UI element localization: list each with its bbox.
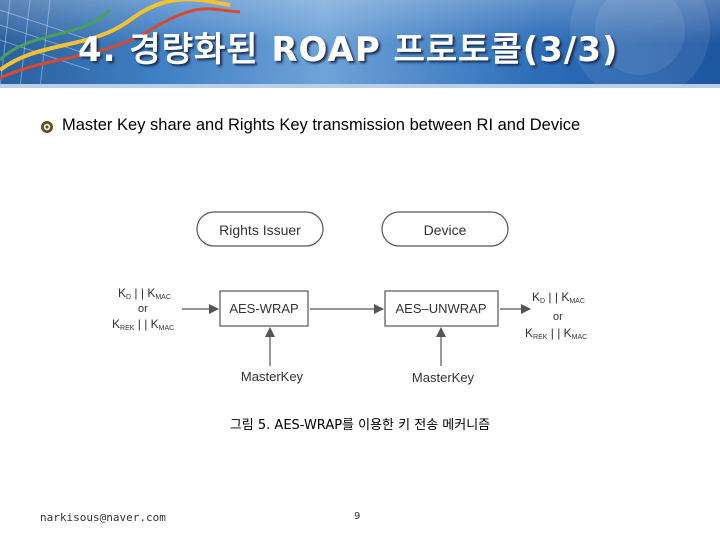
left-or-label: or bbox=[138, 303, 148, 315]
figure-caption: 그림 5. AES-WRAP를 이용한 키 전송 메커니즘 bbox=[229, 418, 491, 433]
page-number: 9 bbox=[354, 511, 361, 522]
left-key-label-1: KD | | KMAC bbox=[118, 286, 171, 301]
aes-wrap-box bbox=[219, 290, 309, 327]
bullet-text: Master Key share and Rights Key transmis… bbox=[62, 116, 581, 134]
svg-text:KREK | | KMAC: KREK | | KMAC bbox=[525, 326, 587, 341]
device-box bbox=[381, 211, 509, 247]
aes-unwrap-label: AES–UNWRAP bbox=[395, 301, 486, 316]
banner-sheen bbox=[0, 0, 720, 44]
banner-decoration bbox=[0, 0, 710, 88]
svg-text:KD | | KMAC: KD | | KMAC bbox=[118, 286, 171, 301]
right-key-label-2: KREK | | KMAC bbox=[525, 326, 587, 341]
svg-text:KD | | KMAC: KD | | KMAC bbox=[532, 290, 585, 305]
rights-issuer-box bbox=[196, 211, 324, 247]
title-banner: 4. 경량화된 ROAP 프로토콜(3/3) bbox=[0, 0, 720, 88]
title-underline bbox=[0, 84, 720, 88]
footer-email: narkisous@naver.com bbox=[40, 511, 166, 524]
left-key-label-2: KREK | | KMAC bbox=[112, 317, 174, 332]
device-label: Device bbox=[424, 222, 467, 238]
master-key-left-label: MasterKey bbox=[241, 369, 304, 384]
aes-unwrap-box bbox=[384, 290, 499, 327]
gear-bullet-icon bbox=[41, 121, 53, 133]
master-key-right-label: MasterKey bbox=[412, 370, 475, 385]
svg-text:KREK | | KMAC: KREK | | KMAC bbox=[112, 317, 174, 332]
right-or-label: or bbox=[553, 311, 563, 323]
right-key-label-1: KD | | KMAC bbox=[532, 290, 585, 305]
rights-issuer-label: Rights Issuer bbox=[219, 222, 301, 238]
aes-wrap-label: AES-WRAP bbox=[229, 301, 298, 316]
slide-title: 4. 경량화된 ROAP 프로토콜(3/3) bbox=[78, 30, 619, 70]
